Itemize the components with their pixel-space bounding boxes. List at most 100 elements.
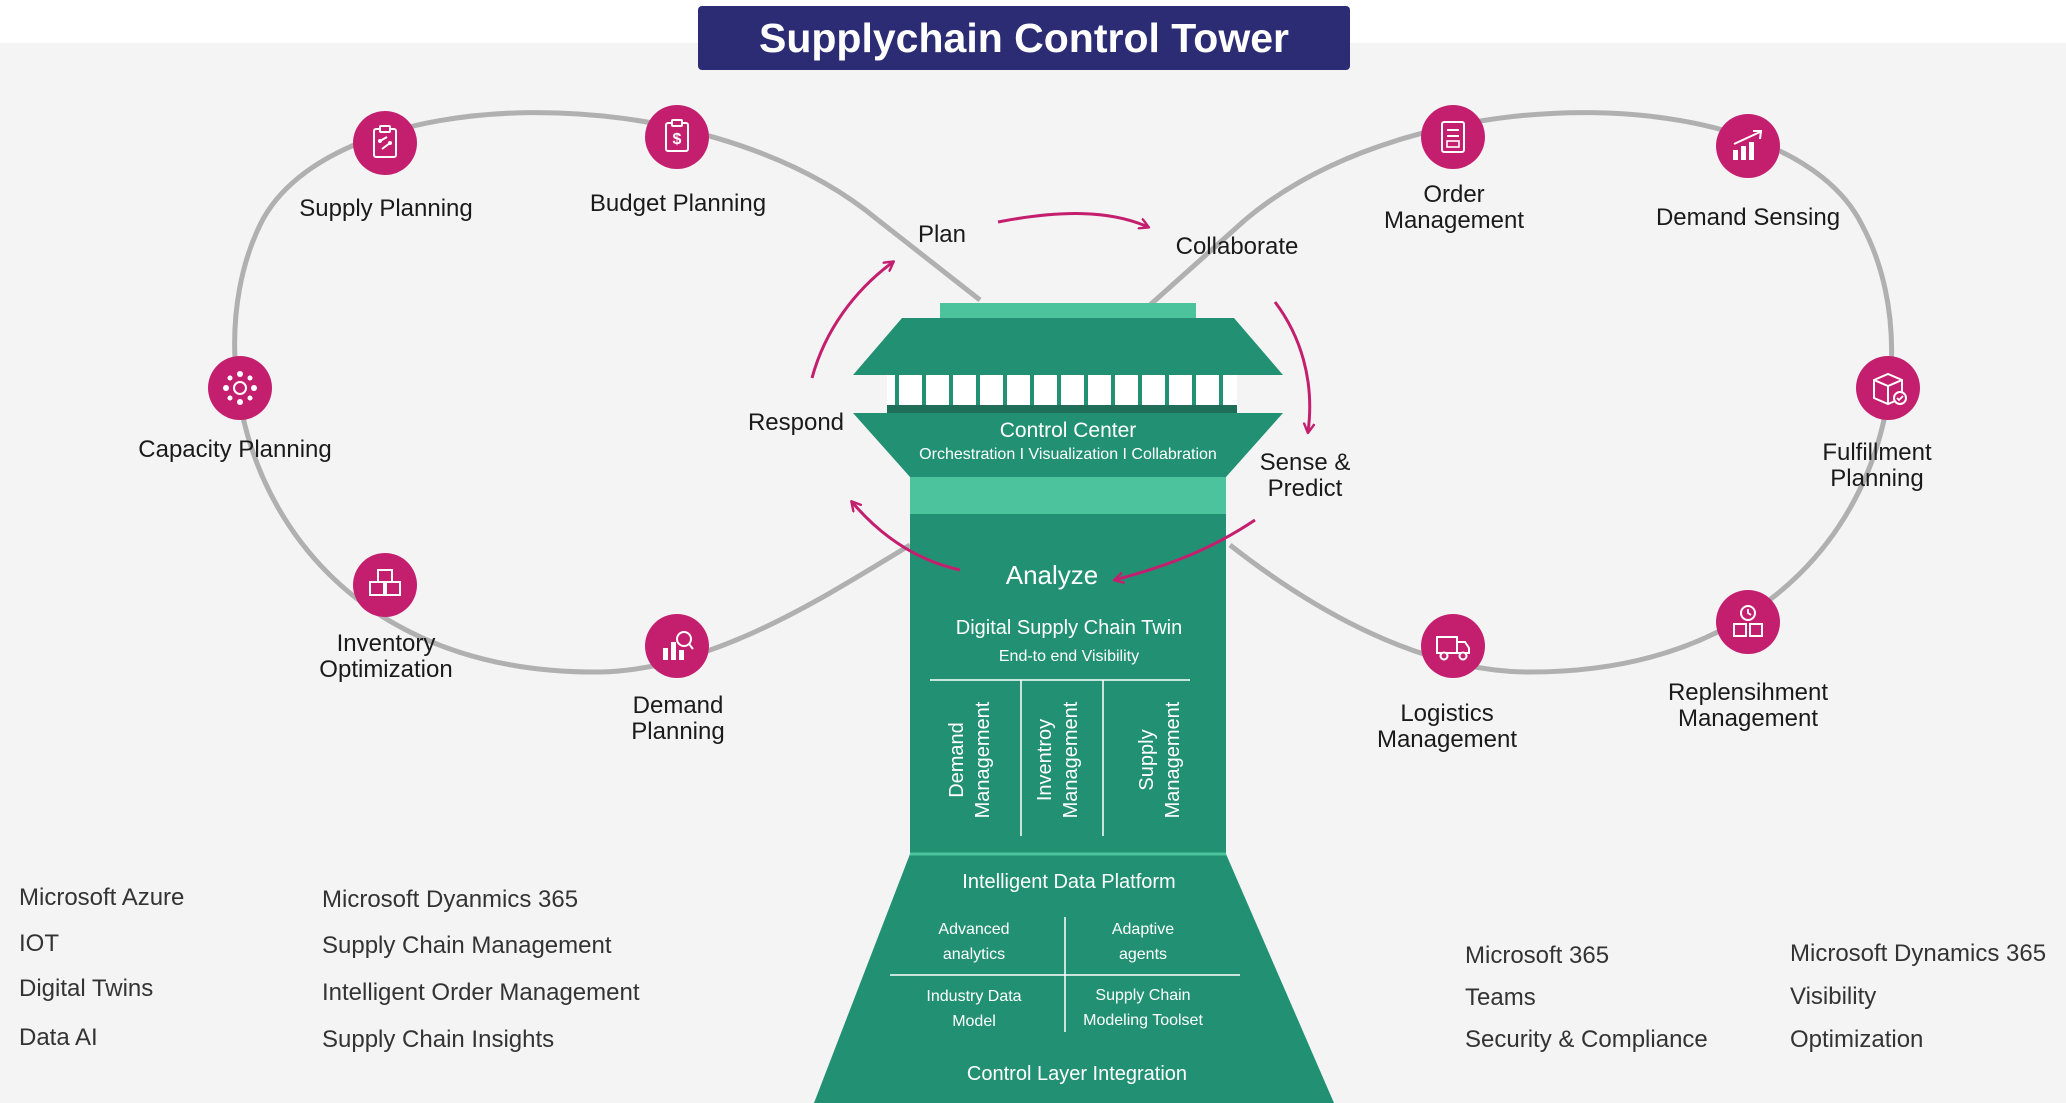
integration-label: Control Layer Integration [967,1063,1187,1085]
icon-nodes: $ [208,105,1920,678]
dollar-clipboard-icon: $ [645,105,709,169]
label-order-line2: Management [1384,207,1524,234]
col-demand-line1: Demand [946,722,968,798]
label-demand-planning-line1: Demand [633,692,724,719]
boxes-icon [353,553,417,617]
label-fulfillment-line1: Fulfillment [1822,439,1932,466]
list-item: Microsoft Dyanmics 365 [322,886,579,913]
package-check-icon [1856,356,1920,420]
cycle-sense-line1: Sense & [1260,449,1351,476]
arrow-respond-to-plan [810,262,893,379]
title-banner: Supplychain Control Tower [698,6,1350,70]
arrow-plan-to-collaborate [997,212,1148,227]
window-mullion [895,375,899,408]
right-loop [1148,110,1895,675]
window-mullion [1138,375,1142,408]
list-item: Digital Twins [19,975,154,1002]
arrow-collaborate-to-sense [1273,301,1310,432]
window-mullion [1003,375,1007,408]
window-mullion [1165,375,1169,408]
quad-industry-line2: Model [952,1013,996,1030]
list-item: Data AI [19,1024,98,1051]
window-mullion [1192,375,1196,408]
list-item: IOT [19,930,59,957]
control-center-subtitle: Orchestration I Visualization I Collabra… [919,446,1217,463]
label-replenishment-line2: Management [1678,705,1818,732]
page-title: Supplychain Control Tower [759,14,1289,61]
label-logistics-line1: Logistics [1400,700,1493,727]
cycle-collaborate: Collaborate [1176,233,1299,260]
label-capacity-planning: Capacity Planning [138,436,331,463]
window-mullion [1111,375,1115,408]
control-center-cab [853,413,1283,477]
list-item: Intelligent Order Management [322,979,640,1006]
label-budget-planning: Budget Planning [590,190,766,217]
svg-text:$: $ [673,131,682,148]
twin-subtitle: End-to end Visibility [999,648,1139,665]
list-item: Visibility [1790,983,1877,1010]
list-item: Microsoft 365 [1465,942,1610,969]
window-mullion [1084,375,1088,408]
chart-search-icon [645,614,709,678]
loop-labels: Supply Planning Budget Planning Capacity… [138,181,1932,753]
window-mullion [1219,375,1223,408]
quad-advanced-line1: Advanced [938,921,1009,938]
network-hub-icon [208,356,272,420]
clipboard-icon [353,111,417,175]
arrow-analyze-to-respond [852,502,961,572]
restock-icon [1716,590,1780,654]
col-inventory-line1: Inventroy [1034,719,1056,801]
truck-icon [1421,614,1485,678]
tower-base [814,854,1334,1103]
twin-title: Digital Supply Chain Twin [956,617,1182,639]
tower-ledge [887,405,1237,413]
order-document-icon [1421,105,1485,169]
cycle-sense-line2: Predict [1268,475,1343,502]
window-mullion [922,375,926,408]
col-supply-line1: Supply [1136,729,1158,790]
label-inventory-line1: Inventory [337,630,436,657]
label-order-line1: Order [1423,181,1484,208]
label-supply-planning: Supply Planning [299,195,472,222]
tower-roof [853,318,1283,375]
window-mullion [1057,375,1061,408]
platform-title: Intelligent Data Platform [962,871,1175,893]
cycle-analyze: Analyze [1006,560,1099,590]
window-mullion [949,375,953,408]
quad-industry-line1: Industry Data [926,988,1021,1005]
list-item: Microsoft Azure [19,884,185,911]
arrow-sense-to-analyze [1115,518,1256,580]
col-inventory-line2: Management [1060,701,1082,818]
col-supply-line2: Management [1162,701,1184,818]
cycle-respond: Respond [748,409,844,436]
quad-adaptive-line2: agents [1119,946,1167,963]
label-fulfillment-line2: Planning [1830,465,1923,492]
label-replenishment-line1: Replensihment [1668,679,1828,706]
list-item: Optimization [1790,1026,1924,1053]
tower-neck [910,477,1226,514]
list-item: Teams [1465,984,1536,1011]
control-tower: Control Center Orchestration I Visualiza… [814,303,1334,1103]
label-inventory-line2: Optimization [319,656,452,683]
list-item: Microsoft Dynamics 365 [1790,940,2047,967]
growth-chart-icon [1716,114,1780,178]
window-mullion [976,375,980,408]
tower-roof-cap [940,303,1196,319]
col-demand-line2: Management [972,701,994,818]
quad-modeling-line2: Modeling Toolset [1083,1012,1203,1029]
quad-modeling-line1: Supply Chain [1095,987,1190,1004]
label-demand-planning-line2: Planning [631,718,724,745]
window-mullion [1030,375,1034,408]
list-item: Security & Compliance [1465,1026,1708,1053]
list-item: Supply Chain Management [322,932,612,959]
list-item: Supply Chain Insights [322,1026,555,1053]
tower-shaft [910,514,1226,854]
cycle-arrows [810,212,1310,580]
quad-adaptive-line1: Adaptive [1112,921,1174,938]
tower-windows [895,375,1223,408]
label-logistics-line2: Management [1377,726,1517,753]
label-demand-sensing: Demand Sensing [1656,204,1840,231]
quad-advanced-line2: analytics [943,946,1005,963]
tower-windows-band [887,375,1237,408]
